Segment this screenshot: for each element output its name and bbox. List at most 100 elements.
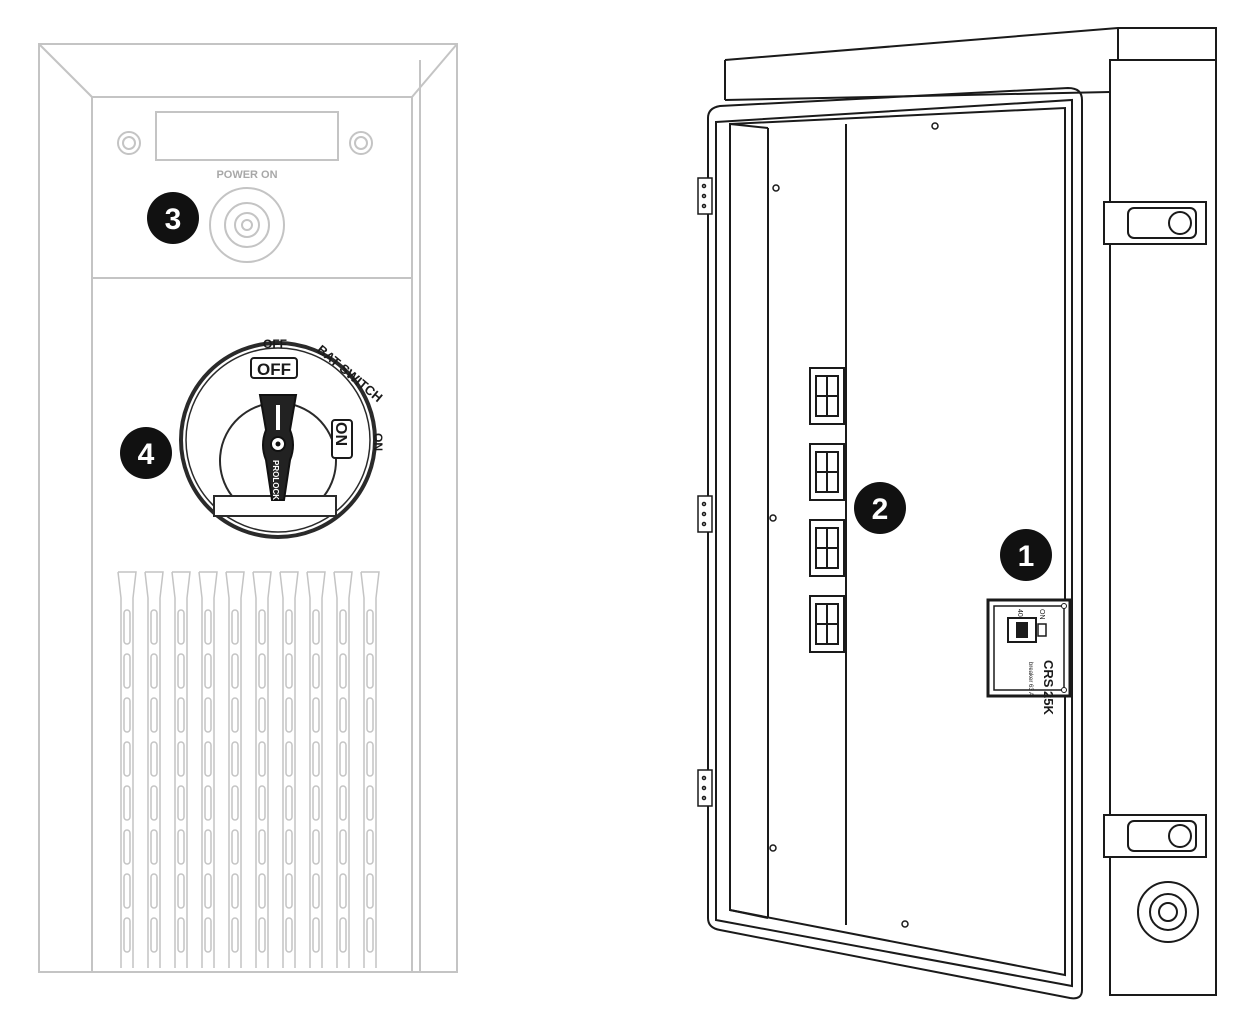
vent-hole	[150, 653, 158, 689]
vent-hole	[123, 697, 131, 733]
vent-hole	[312, 785, 320, 821]
breaker-sub-label: breaker 63 A	[1027, 662, 1033, 696]
vent-hole	[339, 609, 347, 645]
vent-hole	[312, 829, 320, 865]
vent-hole	[177, 917, 185, 953]
vent-hole	[366, 741, 374, 777]
vent-hole	[258, 697, 266, 733]
vent-hole	[339, 741, 347, 777]
vent-hole	[339, 785, 347, 821]
vent-hole	[366, 917, 374, 953]
vent-hole	[177, 609, 185, 645]
door-hinges	[697, 177, 713, 807]
switch-on-label: ON	[371, 433, 385, 451]
left-cabinet-front	[38, 43, 458, 973]
vent-hole	[285, 917, 293, 953]
vent-hole	[285, 873, 293, 909]
vent-slot	[144, 571, 164, 968]
breaker-position-b: ON	[1038, 609, 1045, 620]
vent-hole	[231, 609, 239, 645]
vent-hole	[123, 917, 131, 953]
side-lock	[1137, 881, 1199, 943]
marker-2-number: 2	[872, 493, 889, 526]
vent-hole	[312, 873, 320, 909]
switch-off-label: OFF	[263, 337, 287, 351]
vent-hole	[204, 873, 212, 909]
vent-slot	[198, 571, 218, 968]
vent-hole	[150, 741, 158, 777]
vent-hole	[231, 741, 239, 777]
circuit-breaker: 40 ON CRS 25K breaker 63 A	[986, 598, 1072, 716]
marker-2: 2	[854, 482, 906, 534]
on-indicator-box	[331, 419, 353, 459]
vent-hole	[339, 917, 347, 953]
off-indicator-box	[250, 357, 298, 379]
vent-slot	[306, 571, 326, 968]
vent-slot	[252, 571, 272, 968]
vent-hole	[366, 785, 374, 821]
vent-hole	[204, 829, 212, 865]
vent-hole	[258, 741, 266, 777]
vent-hole	[312, 653, 320, 689]
vent-hole	[204, 609, 212, 645]
vent-hole	[366, 609, 374, 645]
vent-hole	[339, 697, 347, 733]
vent-hole	[258, 829, 266, 865]
vent-hole	[177, 785, 185, 821]
battery-connectors	[809, 367, 845, 653]
vent-hole	[339, 873, 347, 909]
vent-slot	[171, 571, 191, 968]
vent-hole	[150, 917, 158, 953]
door-latch-bottom	[1103, 814, 1207, 858]
battery-switch: PROLOCK OFF ON	[179, 341, 377, 539]
vent-hole	[177, 653, 185, 689]
vent-hole	[204, 697, 212, 733]
vent-hole	[339, 653, 347, 689]
vent-hole	[177, 873, 185, 909]
panel-screws	[769, 122, 939, 928]
vent-hole	[366, 873, 374, 909]
vent-hole	[231, 653, 239, 689]
on-indicator-text: ON	[332, 422, 349, 446]
vent-hole	[312, 609, 320, 645]
vent-hole	[258, 609, 266, 645]
vent-hole	[150, 829, 158, 865]
vent-hole	[231, 873, 239, 909]
vent-hole	[177, 741, 185, 777]
vent-hole	[312, 917, 320, 953]
vent-hole	[258, 653, 266, 689]
vent-hole	[204, 917, 212, 953]
vent-hole	[231, 917, 239, 953]
vent-hole	[231, 785, 239, 821]
vent-hole	[258, 917, 266, 953]
marker-1-number: 1	[1018, 540, 1035, 573]
vent-hole	[285, 741, 293, 777]
vent-hole	[366, 829, 374, 865]
marker-1: 1	[1000, 529, 1052, 581]
vent-hole	[123, 829, 131, 865]
vent-hole	[231, 697, 239, 733]
breaker-position-a: 40	[1016, 609, 1023, 617]
vent-hole	[285, 609, 293, 645]
vent-hole	[177, 829, 185, 865]
power-on-label: POWER ON	[216, 169, 277, 181]
vent-hole	[285, 653, 293, 689]
vent-hole	[123, 785, 131, 821]
vent-hole	[285, 785, 293, 821]
switch-handle-text: PROLOCK	[271, 460, 280, 500]
vent-hole	[312, 741, 320, 777]
vent-slot	[279, 571, 299, 968]
marker-4-number: 4	[138, 438, 155, 471]
power-on-button	[209, 187, 285, 263]
vent-slot	[225, 571, 245, 968]
vent-hole	[366, 653, 374, 689]
marker-3: 3	[147, 192, 199, 244]
vent-hole	[123, 609, 131, 645]
vent-hole	[177, 697, 185, 733]
vent-hole	[231, 829, 239, 865]
vent-hole	[285, 829, 293, 865]
vent-hole	[150, 873, 158, 909]
vent-hole	[150, 785, 158, 821]
vent-hole	[339, 829, 347, 865]
